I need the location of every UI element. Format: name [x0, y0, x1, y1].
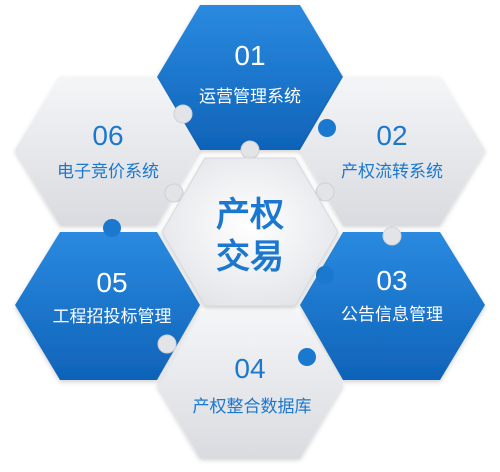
center-hex-shape — [161, 157, 339, 307]
center-title-line1: 产权 — [216, 195, 284, 235]
hex-shape — [157, 312, 343, 458]
module-hex-01[interactable]: 01 运营管理系统 — [157, 5, 343, 150]
knob-03-center — [316, 266, 334, 284]
module-number: 01 — [234, 40, 265, 71]
knob-04-05 — [157, 334, 177, 354]
puzzle-knobs — [103, 104, 402, 366]
hex-shape — [157, 5, 343, 150]
hex-shape — [15, 232, 200, 380]
module-number: 04 — [234, 353, 265, 384]
center-hex: 产权 交易 — [161, 157, 339, 307]
knob-02-03 — [382, 226, 402, 246]
module-hex-06[interactable]: 06 电子竞价系统 — [15, 77, 200, 225]
module-number: 06 — [92, 120, 123, 151]
hex-shape — [300, 232, 485, 380]
knob-01-02 — [318, 119, 336, 137]
module-hex-03[interactable]: 03 公告信息管理 — [300, 232, 485, 380]
knob-05-06 — [103, 219, 121, 237]
module-label: 运营管理系统 — [199, 87, 301, 107]
module-hex-02[interactable]: 02 产权流转系统 — [300, 77, 485, 225]
knob-01-center — [240, 140, 260, 160]
module-hex-05[interactable]: 05 工程招投标管理 — [15, 232, 200, 380]
module-number: 02 — [376, 120, 407, 151]
module-hex-04[interactable]: 04 产权整合数据库 — [157, 312, 343, 458]
module-label: 工程招投标管理 — [53, 307, 172, 327]
knob-03-04 — [298, 348, 316, 366]
center-title-line2: 交易 — [216, 237, 284, 277]
module-label: 产权整合数据库 — [193, 397, 312, 417]
hex-shape — [300, 77, 485, 225]
module-label: 电子竞价系统 — [57, 162, 159, 182]
knob-06-center — [164, 183, 184, 203]
knob-06-01 — [173, 104, 193, 124]
hex-shape — [15, 77, 200, 225]
module-label: 产权流转系统 — [341, 162, 443, 182]
module-number: 05 — [96, 267, 127, 298]
knob-02-center — [315, 182, 335, 202]
module-label: 公告信息管理 — [341, 305, 443, 325]
module-number: 03 — [376, 265, 407, 296]
